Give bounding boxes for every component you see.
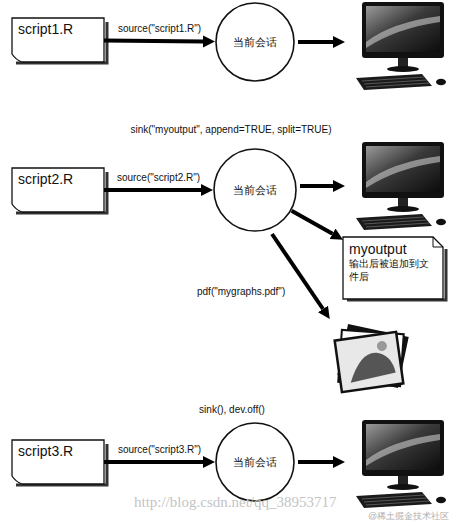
file-name: myoutput [349,241,437,257]
flow-arrow [104,460,203,464]
output-arrow [298,460,333,464]
source-call-label: source("script1.R") [118,23,201,35]
monitor-icon [356,2,446,90]
note-text: 输出后被追加到文件后 [349,257,437,283]
output-arrow [272,234,323,309]
watermark: http://blog.csdn.net/qq_38953717 [134,494,337,511]
script-document: script2.R [12,168,104,212]
flow-arrow [104,188,201,192]
command-label: pdf("mygraphs.pdf") [197,286,285,298]
script-document: script1.R [12,18,104,62]
monitor-icon [356,142,446,230]
flow-arrow [292,211,333,234]
session-circle: 当前会话 [215,422,295,502]
command-label: sink("myoutput", append=TRUE, split=TRUE… [130,124,331,136]
flow-arrow [104,40,203,41]
session-label: 当前会话 [233,183,277,198]
script-document: script3.R [12,440,104,484]
watermark: @稀土掘金技术社区 [368,511,449,522]
script-name: script2.R [18,171,98,187]
session-label: 当前会话 [233,35,277,50]
session-circle: 当前会话 [213,148,297,232]
source-call-label: source("script2.R") [117,172,200,184]
session-circle: 当前会话 [215,2,295,82]
output-arrow [300,184,333,188]
command-label: sink(), dev.off() [199,404,265,416]
script-name: script1.R [18,21,98,37]
output-arrow [298,40,333,44]
output-file: myoutput输出后被追加到文件后 [343,237,443,299]
monitor-icon [356,420,446,508]
pdf-icon [335,324,409,392]
session-label: 当前会话 [233,455,277,470]
source-call-label: source("script3.R") [118,444,201,456]
script-name: script3.R [18,443,98,459]
